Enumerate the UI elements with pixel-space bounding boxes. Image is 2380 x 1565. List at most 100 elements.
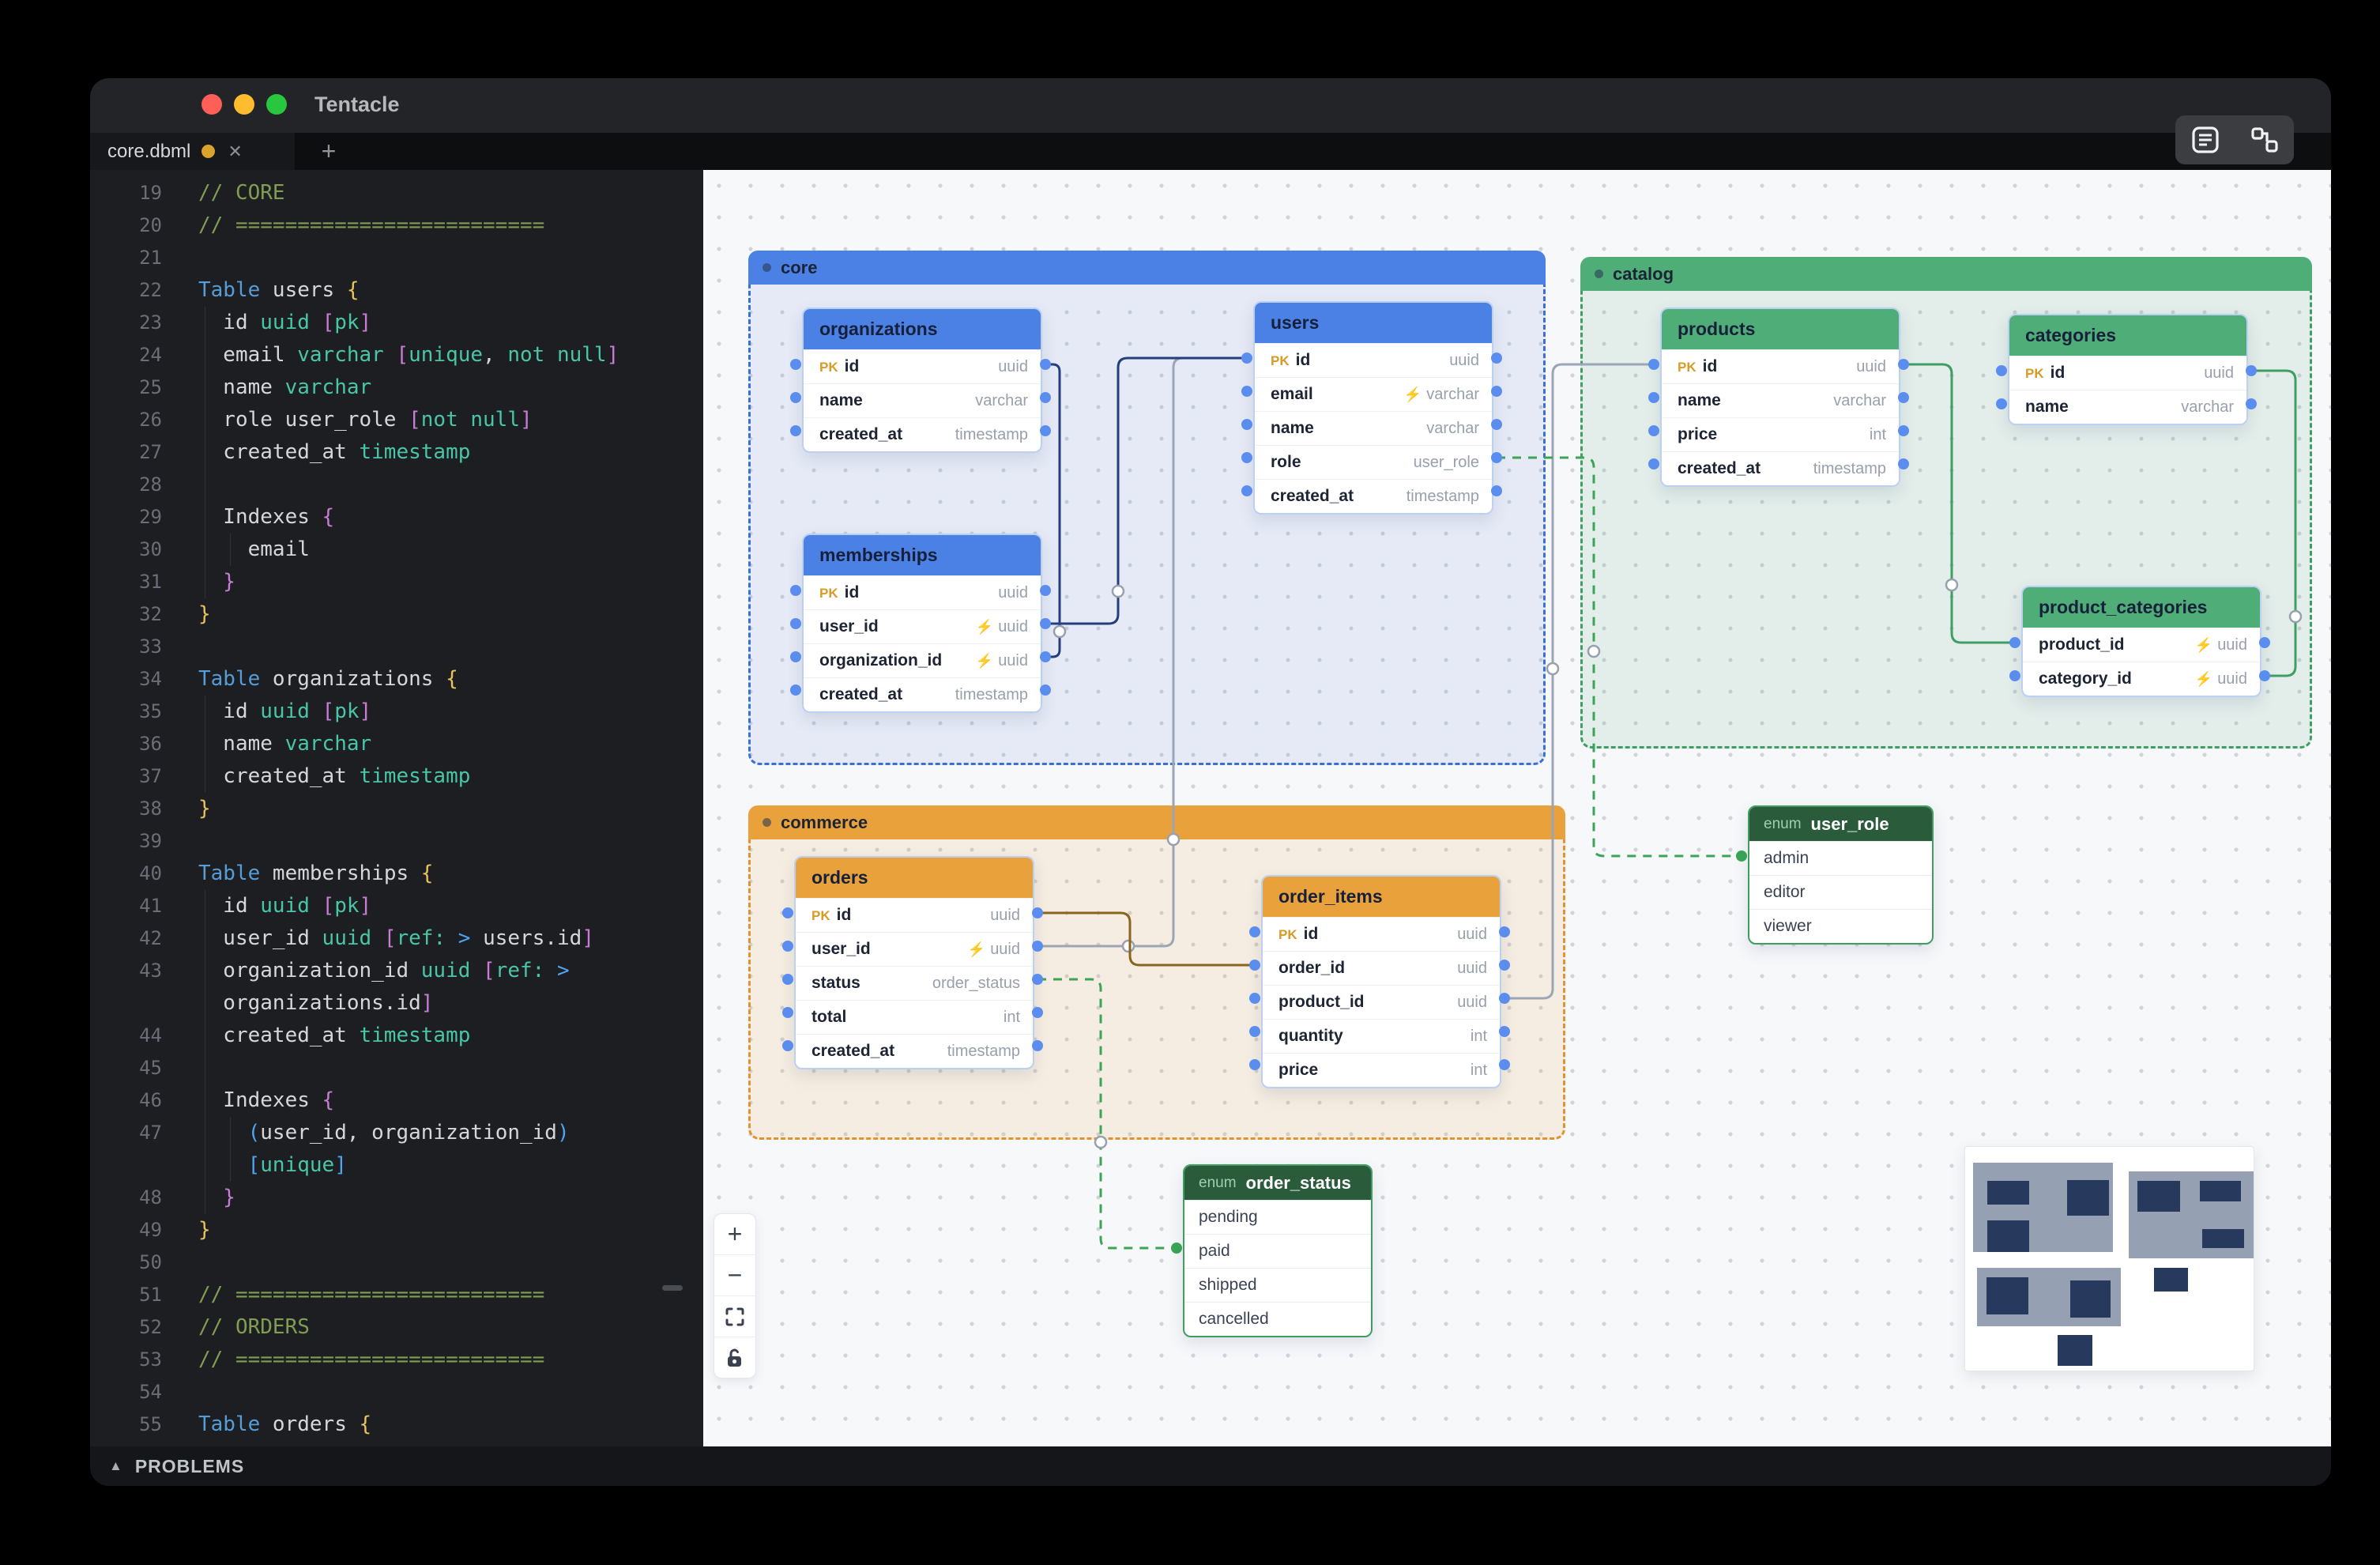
wire-waypoint-handle[interactable] xyxy=(1111,584,1125,598)
port-dot[interactable] xyxy=(1249,993,1260,1004)
editor-scrollbar-thumb[interactable] xyxy=(662,1285,683,1291)
port-dot[interactable] xyxy=(1648,458,1659,470)
port-dot[interactable] xyxy=(1040,359,1051,370)
unlock-button[interactable] xyxy=(714,1337,755,1378)
port-dot[interactable] xyxy=(1040,585,1051,596)
enum-value-row[interactable]: pending xyxy=(1184,1200,1371,1234)
port-dot[interactable] xyxy=(782,974,793,985)
port-dot[interactable] xyxy=(790,359,801,370)
port-dot[interactable] xyxy=(1491,353,1502,364)
wire-waypoint-handle[interactable] xyxy=(1166,832,1181,847)
port-dot[interactable] xyxy=(1499,1026,1510,1037)
enum-value-row[interactable]: cancelled xyxy=(1184,1302,1371,1336)
port-dot[interactable] xyxy=(1032,1040,1043,1051)
code-row[interactable]: 33 xyxy=(90,631,703,663)
code-row[interactable]: 25 name varchar xyxy=(90,371,703,404)
port-dot[interactable] xyxy=(1648,425,1659,436)
table-row[interactable]: product_id⚡uuid xyxy=(2023,628,2260,662)
table-row[interactable]: user_id⚡uuid xyxy=(796,932,1033,966)
port-dot[interactable] xyxy=(1249,1026,1260,1037)
code-view-icon[interactable] xyxy=(2191,126,2219,153)
table-row[interactable]: user_id⚡uuid xyxy=(804,609,1041,643)
code-row[interactable]: 47 (user_id, organization_id) xyxy=(90,1117,703,1149)
relationship-line[interactable] xyxy=(1045,356,1247,625)
port-dot[interactable] xyxy=(790,425,801,436)
port-dot[interactable] xyxy=(1898,392,1909,403)
port-dot[interactable] xyxy=(2009,637,2020,648)
zoom-window-button[interactable] xyxy=(266,94,287,115)
code-row[interactable]: 46 Indexes { xyxy=(90,1084,703,1117)
port-dot[interactable] xyxy=(1032,907,1043,918)
port-dot[interactable] xyxy=(1249,960,1260,971)
port-dot[interactable] xyxy=(1491,485,1502,496)
code-row[interactable]: 37 created_at timestamp xyxy=(90,760,703,793)
port-dot[interactable] xyxy=(2259,670,2270,681)
table-row[interactable]: organization_id⚡uuid xyxy=(804,643,1041,677)
port-dot[interactable] xyxy=(2259,637,2270,648)
enum-value-row[interactable]: shipped xyxy=(1184,1268,1371,1302)
code-row[interactable]: 21 xyxy=(90,242,703,274)
diagram-view-icon[interactable] xyxy=(2250,126,2278,153)
code-row[interactable]: 49} xyxy=(90,1214,703,1246)
code-row[interactable]: 53// ========================= xyxy=(90,1344,703,1376)
zoom-out-button[interactable]: − xyxy=(714,1254,755,1295)
relationship-line[interactable] xyxy=(1037,356,1247,948)
fit-view-button[interactable] xyxy=(714,1295,755,1337)
code-row[interactable]: 30 email xyxy=(90,534,703,566)
code-row[interactable]: 19// CORE xyxy=(90,177,703,209)
code-row[interactable]: 45 xyxy=(90,1052,703,1084)
port-dot[interactable] xyxy=(782,907,793,918)
port-dot[interactable] xyxy=(1648,392,1659,403)
port-dot[interactable] xyxy=(1648,359,1659,370)
code-row[interactable]: 36 name varchar xyxy=(90,728,703,760)
port-dot[interactable] xyxy=(1499,926,1510,937)
port-dot[interactable] xyxy=(782,1040,793,1051)
enum-value-row[interactable]: paid xyxy=(1184,1234,1371,1268)
new-tab-button[interactable]: + xyxy=(321,137,337,165)
minimap[interactable] xyxy=(1964,1146,2254,1371)
relationship-line[interactable] xyxy=(2251,369,2297,677)
port-dot[interactable] xyxy=(1898,458,1909,470)
port-dot[interactable] xyxy=(782,1007,793,1018)
port-dot[interactable] xyxy=(1996,365,2007,376)
port-dot[interactable] xyxy=(790,618,801,629)
code-row[interactable]: [unique] xyxy=(90,1149,703,1182)
code-row[interactable]: 48 } xyxy=(90,1182,703,1214)
status-bar[interactable]: ▲ PROBLEMS xyxy=(90,1446,2331,1486)
port-dot[interactable] xyxy=(1499,993,1510,1004)
code-row[interactable]: 24 email varchar [unique, not null] xyxy=(90,339,703,371)
code-row[interactable]: 28 xyxy=(90,469,703,501)
wire-waypoint-handle[interactable] xyxy=(1945,578,1959,592)
code-row[interactable]: 23 id uuid [pk] xyxy=(90,307,703,339)
code-row[interactable]: 27 created_at timestamp xyxy=(90,436,703,469)
port-dot[interactable] xyxy=(1040,425,1051,436)
port-dot[interactable] xyxy=(1491,452,1502,463)
code-row[interactable]: 54 xyxy=(90,1376,703,1408)
port-dot[interactable] xyxy=(1491,419,1502,430)
port-dot[interactable] xyxy=(1898,425,1909,436)
port-dot[interactable] xyxy=(1032,974,1043,985)
port-dot[interactable] xyxy=(1499,1059,1510,1070)
port-dot[interactable] xyxy=(790,684,801,696)
